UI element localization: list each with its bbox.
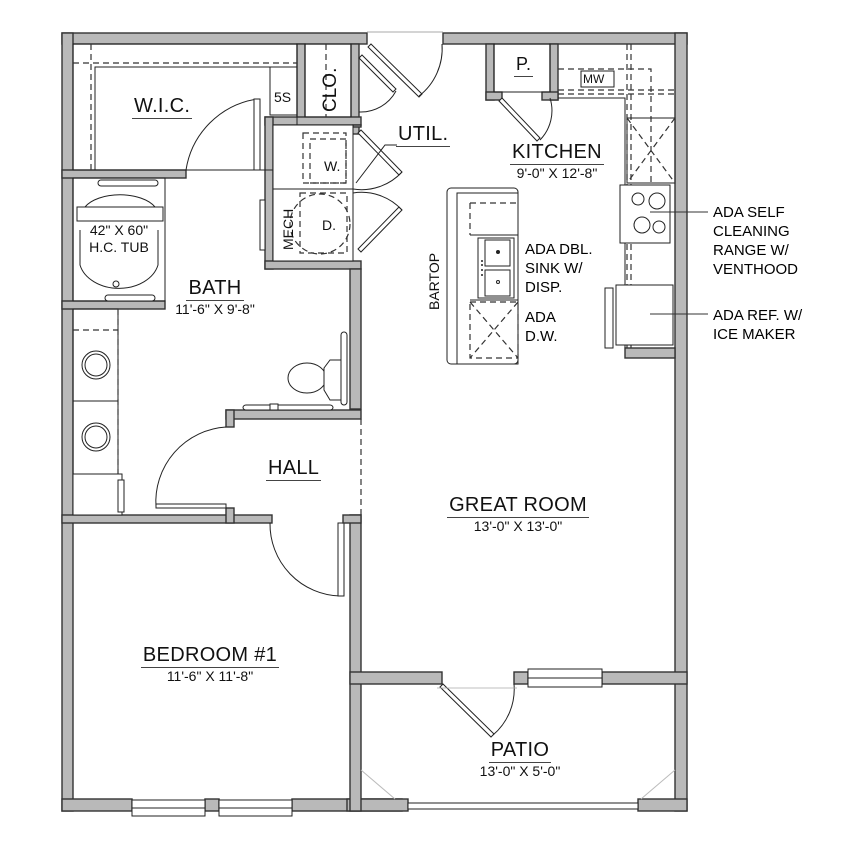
room-title: KITCHEN: [510, 141, 604, 165]
tub-label: 42" X 60" H.C. TUB: [73, 222, 165, 256]
room-title: BATH: [186, 277, 244, 301]
vanity: [72, 308, 125, 516]
room-hall: HALL: [266, 457, 322, 481]
microwave-label: MW: [583, 72, 605, 86]
fridge-note: ADA REF. W/ ICE MAKER: [713, 307, 803, 343]
room-dimensions: 13'-0" X 13'-0": [473, 518, 563, 534]
room-util: UTIL.: [396, 123, 451, 147]
dryer-label: D.: [322, 217, 336, 233]
utility-closet: [259, 124, 403, 262]
room-bath: BATH 11'-6" X 9'-8": [160, 278, 270, 317]
tub-size: 42" X 60": [89, 222, 149, 238]
tub-type: H.C. TUB: [89, 239, 149, 255]
washer-label: W.: [324, 158, 341, 174]
dishwasher-note: ADA D.W.: [525, 309, 558, 345]
room-title: PATIO: [488, 739, 552, 763]
room-title: HALL: [266, 457, 322, 481]
shelf-label: 5S: [274, 89, 292, 105]
patio-openings: [131, 668, 676, 817]
room-title: BEDROOM #1: [140, 644, 280, 668]
toilet: [242, 331, 348, 411]
mech-label: MECH: [280, 208, 296, 250]
exterior-walls: [61, 32, 688, 812]
room-dimensions: 11'-6" X 11'-8": [166, 668, 254, 684]
room-kitchen: KITCHEN 9'-0" X 12'-8": [505, 142, 609, 181]
range-note: ADA SELF CLEANING RANGE W/ VENTHOOD: [713, 204, 799, 278]
closet-label: CLO.: [320, 67, 341, 112]
room-bedroom: BEDROOM #1 11'-6" X 11'-8": [130, 645, 290, 684]
hall-doors: [155, 419, 362, 597]
bathtub: [72, 177, 166, 302]
room-wic: W.I.C.: [132, 95, 193, 119]
room-dimensions: 11'-6" X 9'-8": [175, 301, 255, 317]
kitchen-counters: [558, 44, 708, 349]
bartop-label: BARTOP: [426, 252, 442, 310]
room-dimensions: 9'-0" X 12'-8": [516, 165, 598, 181]
room-title: GREAT ROOM: [447, 494, 589, 518]
closet: [304, 31, 443, 118]
room-title: P.: [514, 54, 534, 77]
room-pantry: P.: [514, 54, 534, 77]
kitchen-island: [446, 187, 519, 365]
sink-note: ADA DBL. SINK W/ DISP.: [525, 241, 593, 296]
room-title: UTIL.: [396, 123, 451, 147]
pantry: [493, 43, 553, 142]
room-patio: PATIO 13'-0" X 5'-0": [450, 740, 590, 779]
wic-shelving: [72, 43, 298, 171]
room-great-room: GREAT ROOM 13'-0" X 13'-0": [430, 495, 606, 534]
room-dimensions: 13'-0" X 5'-0": [479, 763, 561, 779]
room-title: W.I.C.: [132, 95, 193, 119]
